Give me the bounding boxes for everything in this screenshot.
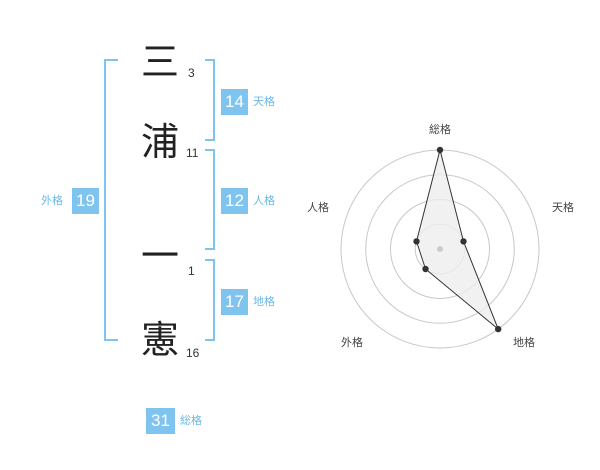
radar-axis-label-gaikaku: 外格 bbox=[341, 336, 363, 349]
radar-center-point bbox=[437, 246, 443, 252]
tenkaku-bracket bbox=[205, 59, 215, 141]
radar-series-points bbox=[413, 146, 502, 333]
stroke-count-4: 16 bbox=[186, 346, 200, 360]
radar-point-1 bbox=[436, 146, 444, 154]
radar-point-4 bbox=[422, 265, 429, 273]
chikaku-label: 地格 bbox=[253, 295, 275, 308]
radar-axis-label-soukaku: 総格 bbox=[429, 123, 451, 136]
radar-point-2 bbox=[460, 238, 467, 245]
jinkaku-label: 人格 bbox=[253, 194, 275, 207]
name-char-1: 三 bbox=[140, 40, 179, 84]
chikaku-bracket bbox=[205, 259, 215, 341]
radar-axis-label-jinkaku: 人格 bbox=[307, 201, 329, 214]
soukaku-badge: 31 bbox=[146, 408, 175, 434]
gaikaku-label: 外格 bbox=[41, 194, 63, 207]
radar-axis-label-chikaku: 地格 bbox=[513, 336, 535, 349]
stroke-count-1: 3 bbox=[188, 66, 195, 80]
radar-point-5 bbox=[413, 238, 420, 245]
stroke-count-2: 11 bbox=[186, 146, 199, 160]
stroke-count-3: 1 bbox=[188, 264, 195, 278]
tenkaku-badge: 14 bbox=[221, 89, 248, 115]
name-char-2: 浦 bbox=[140, 120, 179, 164]
name-char-4: 憲 bbox=[140, 318, 179, 362]
gaikaku-badge: 19 bbox=[72, 188, 99, 214]
name-char-3: 一 bbox=[140, 234, 179, 278]
jinkaku-bracket bbox=[205, 149, 215, 250]
soukaku-label: 総格 bbox=[180, 414, 202, 427]
gaikaku-bracket bbox=[104, 59, 118, 341]
radar-series-polygon bbox=[415, 149, 499, 330]
radar-axis-label-tenkaku: 天格 bbox=[552, 201, 574, 214]
tenkaku-label: 天格 bbox=[253, 95, 275, 108]
radar-point-3 bbox=[495, 325, 502, 333]
jinkaku-badge: 12 bbox=[221, 188, 248, 214]
chikaku-badge: 17 bbox=[221, 289, 248, 315]
